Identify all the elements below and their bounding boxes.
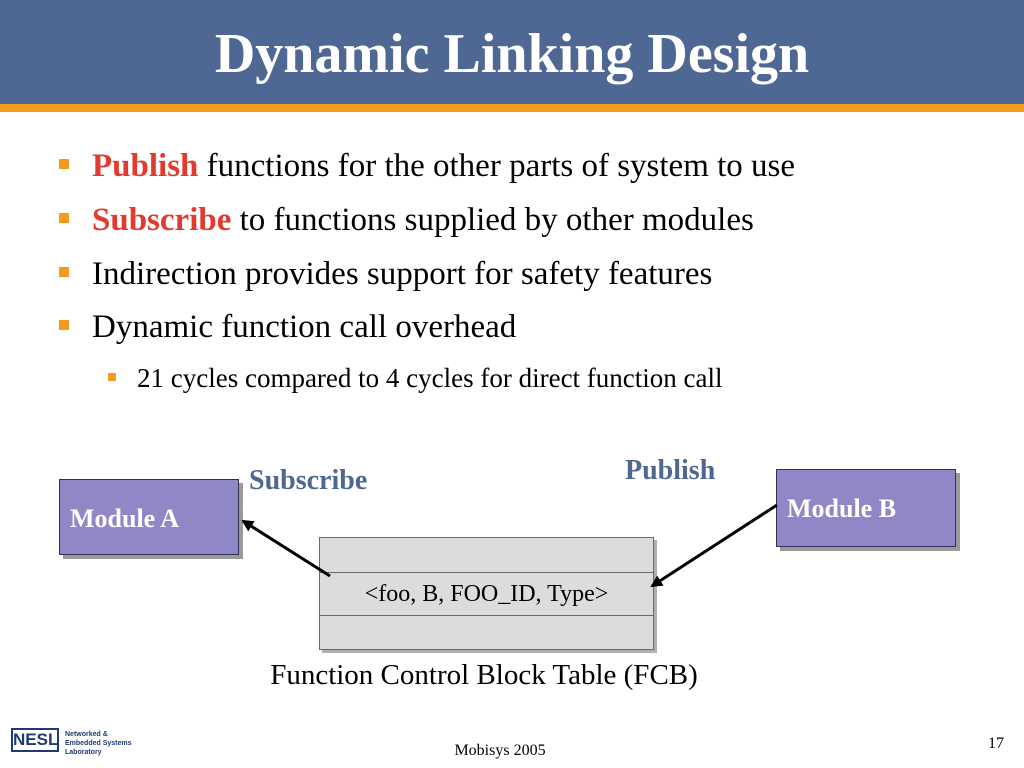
bullet-text: functions for the other parts of system … [198, 148, 796, 184]
subscribe-arrow [241, 519, 331, 578]
sub-bullet-item: 21 cycles compared to 4 cycles for direc… [108, 362, 723, 394]
bullet-item: Subscribe to functions supplied by other… [59, 200, 754, 240]
square-bullet-icon [59, 267, 69, 277]
module-b-label: Module B [787, 494, 897, 523]
square-bullet-icon [59, 213, 69, 223]
slide-title: Dynamic Linking Design [214, 23, 810, 85]
sub-bullet-text: 21 cycles compared to 4 cycles for direc… [137, 363, 723, 393]
subscribe-label: Subscribe [249, 465, 368, 496]
square-bullet-icon [59, 159, 69, 169]
module-b-box: Module B [776, 469, 956, 547]
nesl-logo: NESL Networked & Embedded Systems Labora… [11, 728, 137, 756]
footer-conference: Mobisys 2005 [454, 742, 546, 759]
title-bar [0, 0, 1024, 104]
bullet-item: Dynamic function call overhead [59, 307, 517, 347]
module-a-label: Module A [70, 504, 180, 533]
logo-mark: NESL [11, 728, 59, 752]
slide-number: 17 [988, 735, 1004, 752]
logo-subtitle: Networked & Embedded Systems Laboratory [65, 731, 132, 756]
fcb-caption: Function Control Block Table (FCB) [270, 659, 698, 691]
bullet-keyword: Publish [92, 148, 199, 184]
square-bullet-icon [59, 320, 69, 330]
title-accent-rule [0, 104, 1024, 112]
bullet-item: Indirection provides support for safety … [59, 254, 713, 294]
fcb-entry-row: <foo, B, FOO_ID, Type> [320, 572, 653, 616]
square-bullet-icon [108, 373, 116, 381]
fcb-table: <foo, B, FOO_ID, Type> [319, 537, 654, 650]
module-a-box: Module A [59, 479, 239, 555]
bullet-item: Publish functions for the other parts of… [59, 146, 796, 186]
fcb-entry-text: <foo, B, FOO_ID, Type> [364, 581, 609, 607]
bullet-text: Dynamic function call overhead [92, 309, 517, 345]
bullet-text: to functions supplied by other modules [231, 202, 754, 238]
bullet-keyword: Subscribe [92, 202, 232, 238]
publish-label: Publish [625, 455, 716, 486]
publish-arrow [650, 503, 778, 588]
bullet-text: Indirection provides support for safety … [92, 256, 713, 292]
